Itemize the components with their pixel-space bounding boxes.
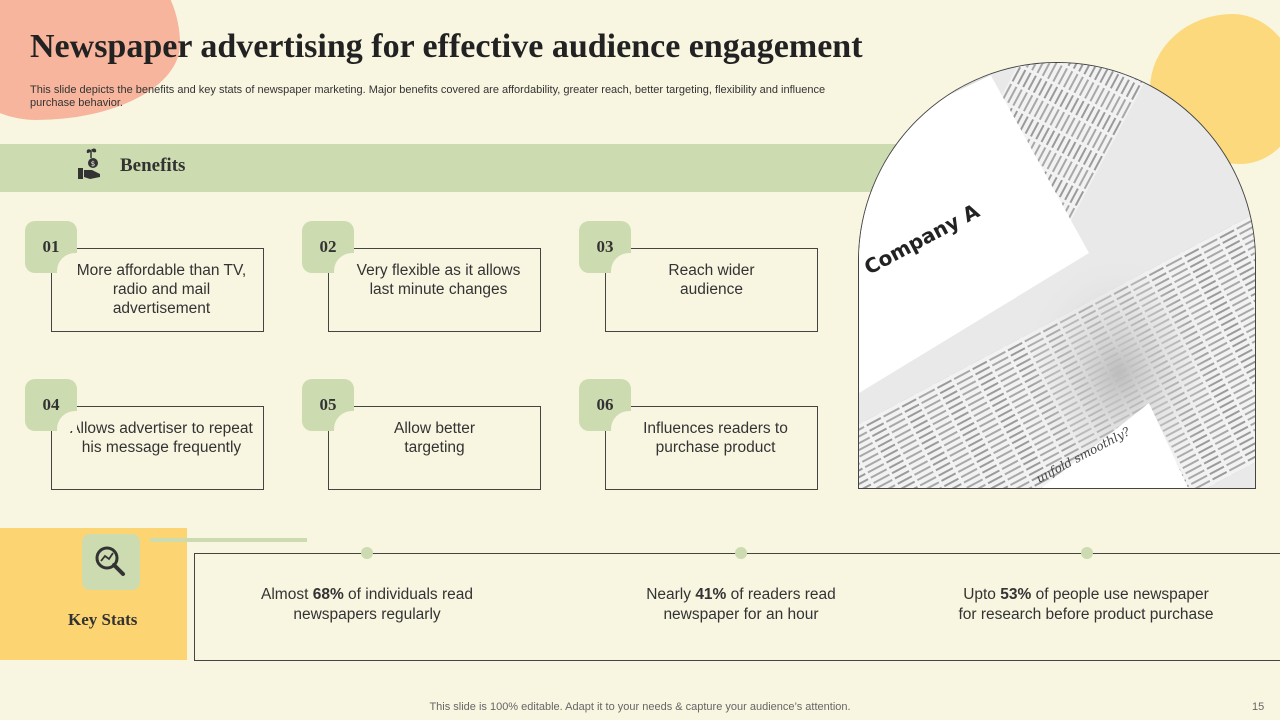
benefit-card-06: Influences readers to purchase product (605, 406, 818, 490)
badge-notch (611, 411, 631, 431)
key-stats-accent-line (150, 538, 307, 542)
benefit-card-03: Reach wider audience (605, 248, 818, 332)
stat-prefix: Almost (261, 586, 313, 603)
benefit-text: Reach wider audience (668, 262, 755, 298)
benefit-text: Influences readers to purchase product (643, 420, 788, 456)
benefit-card-04: Allows advertiser to repeat his message … (51, 406, 264, 490)
stat-prefix: Nearly (646, 586, 696, 603)
slide-title: Newspaper advertising for effective audi… (30, 28, 863, 65)
stat-item: Almost 68% of individuals read newspaper… (237, 585, 497, 624)
key-stats-heading: Key Stats (68, 610, 138, 629)
badge-notch (611, 253, 631, 273)
benefit-text: Very flexible as it allows last minute c… (356, 262, 521, 298)
stat-value: 68% (312, 586, 344, 603)
benefits-banner (0, 144, 900, 192)
benefit-card-05: Allow better targeting (328, 406, 541, 490)
badge-notch (57, 411, 77, 431)
stat-item: Nearly 41% of readers read newspaper for… (611, 585, 871, 624)
money-hand-icon: $ (76, 146, 106, 182)
stat-suffix: of people use newspaper for research bef… (958, 586, 1214, 623)
benefit-text: Allows advertiser to repeat his message … (70, 420, 253, 456)
benefit-card-01: More affordable than TV, radio and mail … (51, 248, 264, 332)
stat-marker (361, 547, 373, 559)
stat-value: 41% (695, 586, 727, 603)
magnifier-chart-icon (82, 534, 140, 590)
badge-notch (334, 411, 354, 431)
svg-text:$: $ (91, 160, 95, 168)
newspaper-photo: Company A unfold smoothly? (858, 62, 1256, 489)
stat-prefix: Upto (963, 586, 1001, 603)
slide-footer: This slide is 100% editable. Adapt it to… (429, 701, 851, 713)
benefit-text: More affordable than TV, radio and mail … (76, 262, 247, 317)
stat-suffix: of individuals read newspapers regularly (293, 586, 473, 623)
stat-item: Upto 53% of people use newspaper for res… (955, 585, 1217, 624)
slide-subtitle: This slide depicts the benefits and key … (30, 84, 826, 109)
benefit-card-02: Very flexible as it allows last minute c… (328, 248, 541, 332)
benefit-text: Allow better targeting (394, 420, 475, 456)
badge-notch (57, 253, 77, 273)
stat-suffix: of readers read newspaper for an hour (663, 586, 836, 623)
benefits-heading: Benefits (120, 155, 186, 176)
stat-marker (735, 547, 747, 559)
stat-value: 53% (1000, 586, 1032, 603)
badge-notch (334, 253, 354, 273)
page-number: 15 (1252, 701, 1265, 713)
stat-marker (1081, 547, 1093, 559)
